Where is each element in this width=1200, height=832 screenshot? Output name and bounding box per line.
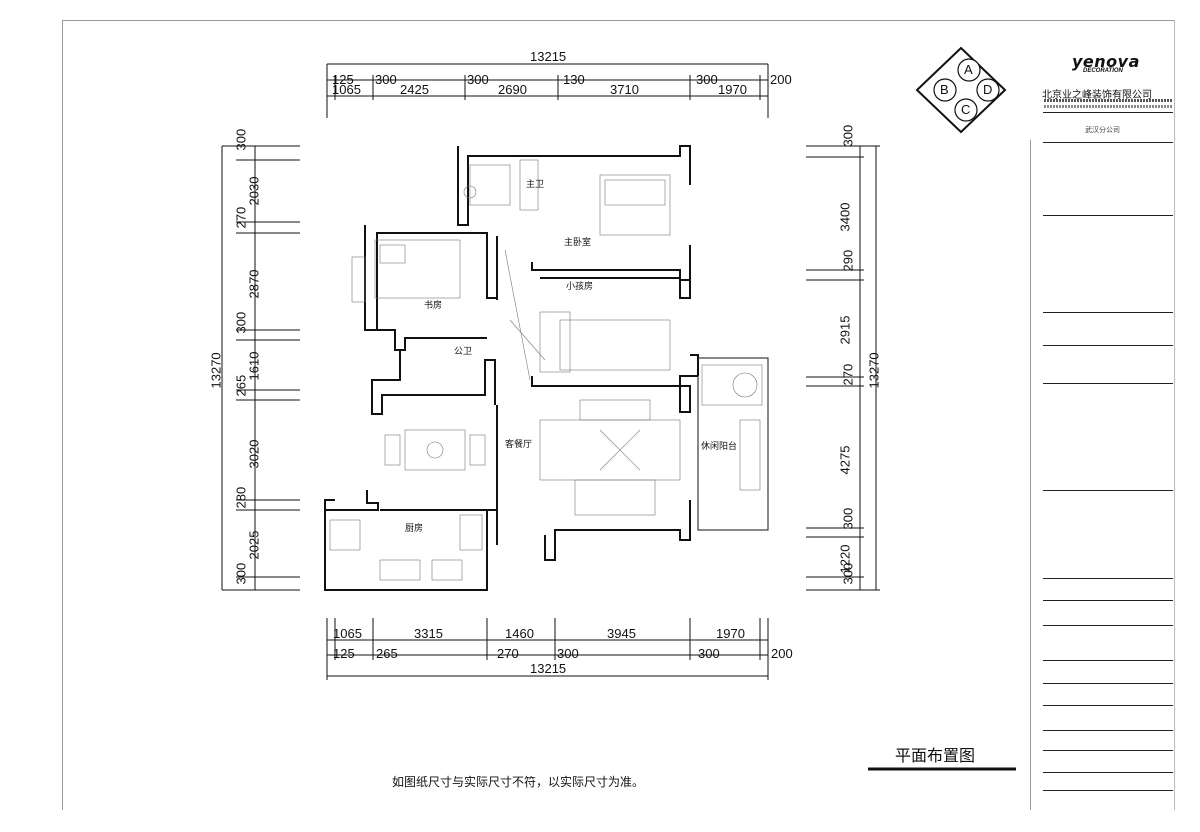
sheet-border-right: [1174, 20, 1175, 810]
bottom-dimension: 3945: [607, 626, 636, 641]
bottom-dimension: 200: [771, 646, 793, 661]
room-label-balcony: 休闲阳台: [701, 442, 738, 452]
room-label-master-bath: 主卫: [526, 180, 545, 190]
title-block-divider: [1043, 383, 1173, 384]
left-dimension: 3020: [246, 439, 262, 469]
company-name: 北京业之峰装饰有限公司: [1042, 90, 1152, 101]
left-dimension: 2030: [246, 176, 262, 206]
top-dimension: 300: [375, 72, 397, 87]
right-dimension: 300: [840, 507, 856, 530]
left-dimension: 300: [233, 128, 249, 151]
top-dimension: 130: [563, 72, 585, 87]
title-block-left-rule: [1030, 140, 1031, 810]
bottom-dimension: 1460: [505, 626, 534, 641]
top-dimension: 2690: [498, 82, 527, 97]
sheet-border-left: [62, 20, 63, 810]
bottom-dimension: 300: [557, 646, 579, 661]
left-dimension: 2870: [246, 269, 262, 299]
left-dimension: 265: [233, 374, 249, 397]
room-label-study: 书房: [424, 301, 443, 311]
company-logo: yenova: [1072, 52, 1140, 71]
right-dimension: 290: [840, 249, 856, 272]
left-dimension: 280: [233, 486, 249, 509]
left-dimension: 2025: [246, 530, 262, 560]
top-dimension: 2425: [400, 82, 429, 97]
left-dimension: 300: [233, 311, 249, 334]
branch-name: 武汉分公司: [1085, 126, 1120, 134]
left-dimension: 270: [233, 206, 249, 229]
title-block-divider: [1043, 625, 1173, 626]
title-block-divider: [1043, 490, 1173, 491]
compass-diamond: [915, 46, 1007, 134]
top-dimension: 300: [467, 72, 489, 87]
right-dimension: 270: [840, 363, 856, 386]
left-total-dimension: 13270: [208, 352, 224, 389]
title-block-divider: [1043, 790, 1173, 791]
top-dimension: 300: [696, 72, 718, 87]
left-dimension: 300: [233, 562, 249, 585]
bottom-dimension: 1970: [716, 626, 745, 641]
bottom-dimension: 3315: [414, 626, 443, 641]
right-dimension: 2915: [837, 315, 853, 345]
right-dimension: 300: [840, 562, 856, 585]
title-block-divider: [1043, 705, 1173, 706]
bottom-total-dimension: 13215: [530, 661, 567, 676]
title-block-divider: [1043, 215, 1173, 216]
right-dimension: 4275: [837, 445, 853, 475]
compass-label-b: B: [940, 82, 949, 97]
room-label-child-room: 小孩房: [566, 282, 594, 292]
bottom-dimension: 300: [698, 646, 720, 661]
right-dimension: 300: [840, 124, 856, 147]
room-label-public-bath: 公卫: [454, 347, 473, 357]
title-block-divider: [1043, 683, 1173, 684]
compass-label-d: D: [983, 82, 993, 97]
right-dimension: 3400: [837, 202, 853, 232]
top-dimension: 125: [332, 72, 354, 87]
top-dimension: 1970: [718, 82, 747, 97]
top-dimension: 3710: [610, 82, 639, 97]
compass-label-c: C: [961, 102, 971, 117]
sheet-border-top: [62, 20, 1174, 21]
bottom-dimension: 1065: [333, 626, 362, 641]
title-block-divider: [1043, 112, 1173, 113]
title-block: [1030, 40, 1174, 810]
compass-label-a: A: [964, 62, 973, 77]
top-dimension: 1065: [332, 82, 361, 97]
room-label-master-bedroom: 主卧室: [564, 238, 592, 248]
drawing-title: 平面布置图: [895, 746, 976, 765]
title-block-divider: [1043, 578, 1173, 579]
left-dimension: 1610: [246, 351, 262, 381]
title-block-divider: [1043, 312, 1173, 313]
company-logo-subtitle: DECORATION: [1083, 68, 1123, 74]
company-address-line: [1044, 99, 1172, 102]
title-block-divider: [1043, 660, 1173, 661]
title-block-divider: [1043, 750, 1173, 751]
top-total-dimension: 13215: [530, 49, 567, 64]
title-block-divider: [1043, 772, 1173, 773]
room-label-kitchen: 厨房: [405, 524, 424, 534]
company-address-line: [1044, 105, 1172, 108]
title-block-divider: [1043, 345, 1173, 346]
bottom-dimension: 265: [376, 646, 398, 661]
bottom-dimension: 270: [497, 646, 519, 661]
bottom-dimension: 125: [333, 646, 355, 661]
drawing-note: 如图纸尺寸与实际尺寸不符，以实际尺寸为准。: [392, 775, 645, 789]
title-block-divider: [1043, 600, 1173, 601]
room-label-living-dining: 客餐厅: [505, 440, 533, 450]
top-dimension: 200: [770, 72, 792, 87]
right-total-dimension: 13270: [866, 352, 882, 389]
title-block-divider: [1043, 730, 1173, 731]
title-block-divider: [1043, 142, 1173, 143]
